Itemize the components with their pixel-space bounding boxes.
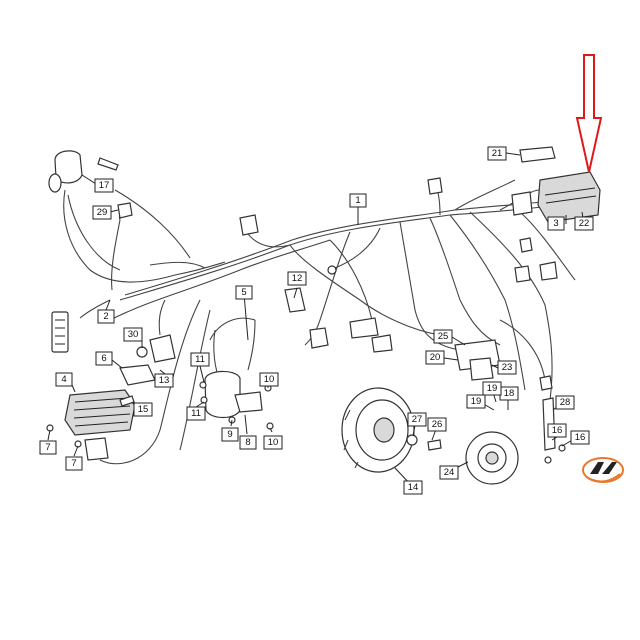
callout-20-label: 20 [430,352,441,363]
handlebar-switch [48,150,119,193]
callout-23: 23 [497,360,517,375]
callout-13-label: 13 [159,375,170,386]
washer-bolt [406,434,442,451]
callout-27: 27 [407,412,427,427]
callout-16b: 16 [570,430,590,445]
main-harness [109,179,576,401]
highlight-arrow [575,54,603,173]
callout-16a: 16 [547,423,567,438]
callout-8-label: 8 [245,437,250,448]
ecu-assembly [511,146,601,283]
callout-13: 13 [154,373,174,388]
callouts: 1 2 3 4 5 6 7 7 8 9 10 10 11 11 12 13 14… [39,146,594,495]
callout-7b: 7 [65,456,83,471]
callout-27-label: 27 [412,414,423,425]
callout-19b: 19 [466,394,486,409]
callout-5: 5 [235,285,253,300]
callout-11a-label: 11 [195,354,205,365]
callout-7b-label: 7 [71,458,76,469]
callout-19b-label: 19 [471,396,482,407]
callout-6: 6 [95,351,113,366]
callout-5-label: 5 [241,287,246,298]
callout-28: 28 [555,395,575,410]
callout-21-label: 21 [492,148,503,159]
callout-30-label: 30 [128,329,139,340]
callout-10a: 10 [259,372,279,387]
stator [465,431,519,485]
callout-14: 14 [403,480,423,495]
callout-11a: 11 [190,352,210,367]
arrow-down-icon [575,54,603,173]
callout-16a-label: 16 [552,425,563,436]
callout-6-label: 6 [101,353,106,364]
clutch-switch [117,202,133,219]
callout-15: 15 [133,402,153,417]
spark-plug-cap [284,287,306,313]
callout-21: 21 [487,146,507,161]
callout-3: 3 [547,216,565,231]
callout-20: 20 [425,350,445,365]
voltage-regulator [64,389,136,461]
callout-1-label: 1 [355,195,360,206]
callout-10b: 10 [263,435,283,450]
callout-28-label: 28 [560,397,571,408]
callout-12: 12 [287,271,307,286]
sensors-middle [239,177,443,353]
callout-15-label: 15 [138,404,149,415]
callout-18-label: 18 [504,388,515,399]
callout-23-label: 23 [502,362,513,373]
callout-30: 30 [123,327,143,342]
callout-24: 24 [439,465,459,480]
callout-2-label: 2 [103,311,108,322]
callout-12-label: 12 [292,273,303,284]
callout-16b-label: 16 [575,432,586,443]
callout-25: 25 [433,329,453,344]
callout-29: 29 [92,205,112,220]
callout-2: 2 [97,309,115,324]
flywheel [341,387,415,473]
callout-17: 17 [94,178,114,193]
callout-22: 22 [574,216,594,231]
callout-29-label: 29 [97,207,108,218]
brand-logo-icon [582,457,624,483]
callout-26-label: 26 [432,419,443,430]
ignition-coil [204,370,263,419]
callout-10b-label: 10 [268,437,279,448]
callout-4: 4 [55,372,73,387]
callout-11b-label: 11 [191,408,201,419]
connector-block [51,311,69,353]
callout-24-label: 24 [444,467,455,478]
callout-9: 9 [221,427,239,442]
callout-25-label: 25 [438,331,449,342]
callout-19: 19 [482,381,502,396]
pickup-sensor [539,375,556,451]
bolt-15 [119,395,135,407]
callout-26: 26 [427,417,447,432]
callout-9-label: 9 [227,429,232,440]
callout-7a-label: 7 [45,442,50,453]
callout-8: 8 [239,435,257,450]
callout-18: 18 [499,386,519,401]
callout-14-label: 14 [408,482,419,493]
callout-11b: 11 [186,406,206,421]
callout-4-label: 4 [61,374,66,385]
callout-22-label: 22 [579,218,590,229]
callout-3-label: 3 [553,218,558,229]
relay-bracket [119,334,176,386]
callout-17-label: 17 [99,180,110,191]
callout-1: 1 [349,193,367,208]
callout-10a-label: 10 [264,374,275,385]
starter-relay [454,339,501,381]
callout-7a: 7 [39,440,57,455]
callout-19-label: 19 [487,383,498,394]
